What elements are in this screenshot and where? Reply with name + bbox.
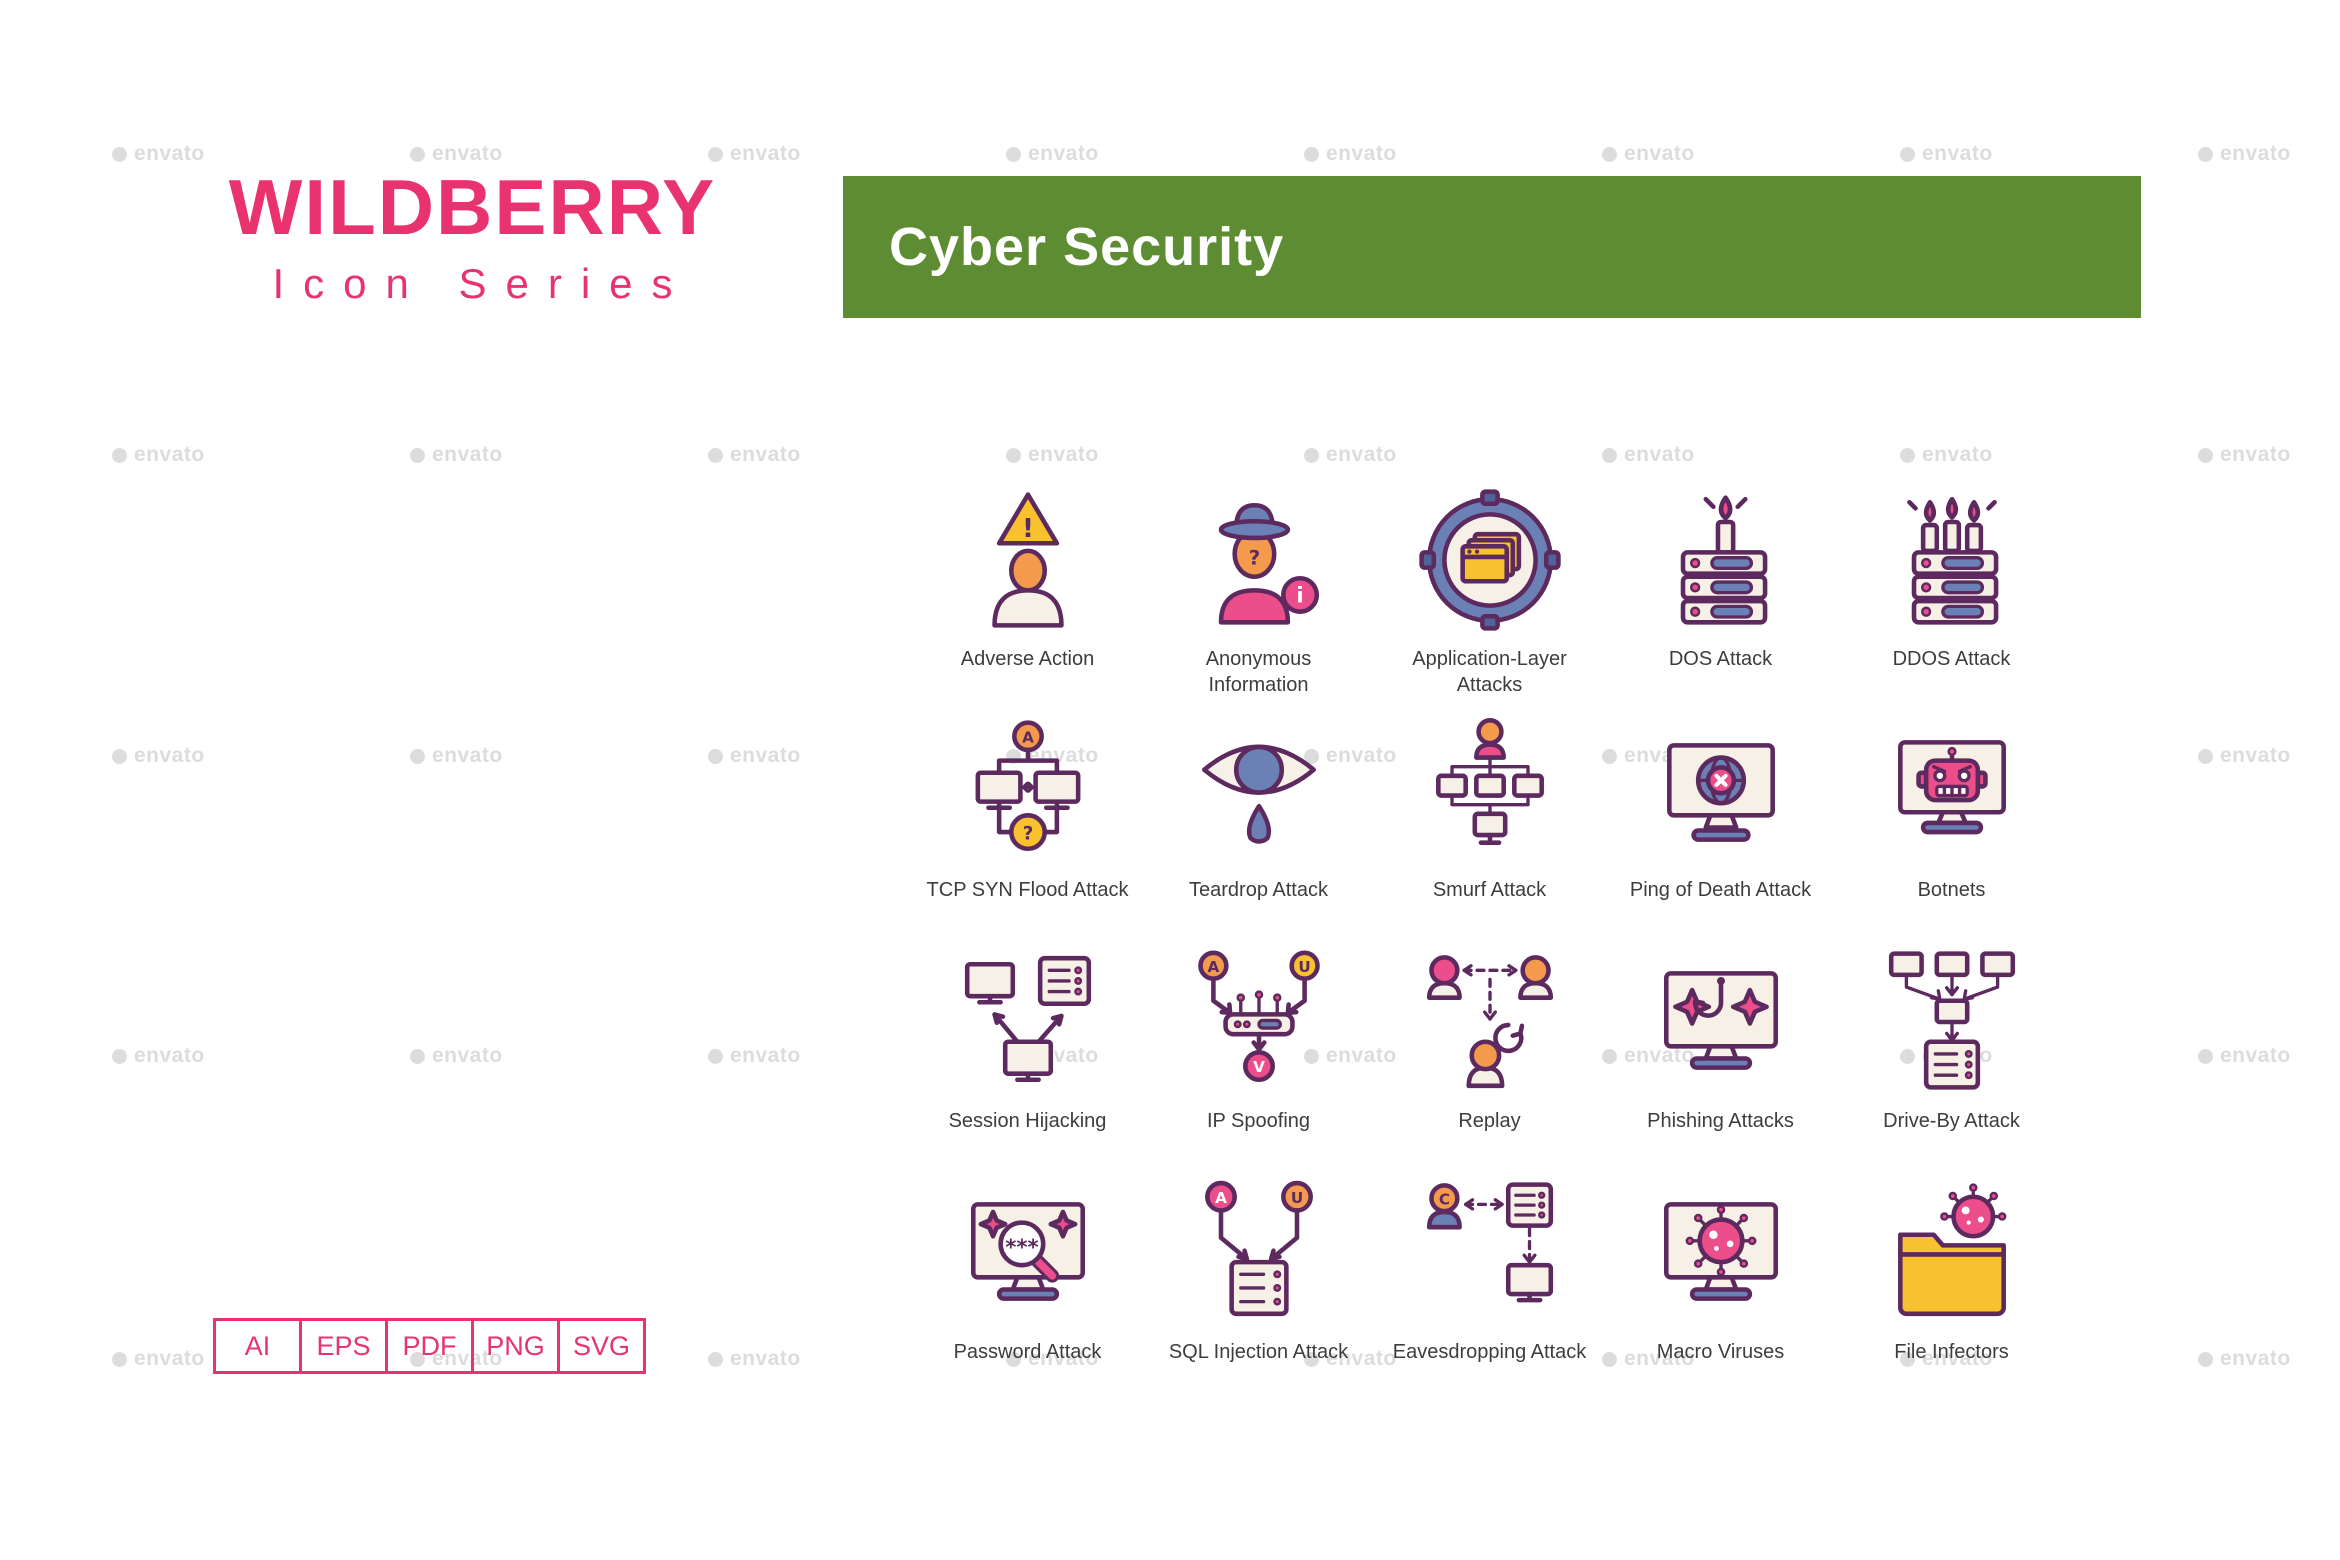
ddos-attack-icon [1906,496,1998,625]
icon-card: A ? TCP SYN Flood Attack [912,715,1143,946]
icon-label: Ping of Death Attack [1629,879,1812,901]
icon-card: DOS Attack [1605,484,1836,715]
svg-text:U: U [1298,958,1310,976]
format-badge-svg: SVG [557,1318,646,1374]
adverse-action-icon: ! [991,492,1064,628]
icon-card: Drive-By Attack [1836,946,2067,1177]
format-badge-png: PNG [471,1318,560,1374]
phishing-attacks-icon [1663,971,1778,1070]
icon-label: DDOS Attack [1892,648,2011,670]
smurf-attack-icon [1435,718,1544,845]
icon-label: Phishing Attacks [1647,1110,1794,1132]
icon-label: Adverse Action [960,648,1095,670]
icon-label: IP Spoofing [1206,1110,1311,1132]
svg-text:?: ? [1248,547,1259,570]
svg-text:***: *** [1005,1236,1038,1261]
sql-injection-attack-icon: A U [1204,1180,1313,1317]
icon-card: ? i Anonymous Information [1143,484,1374,715]
dos-attack-icon [1680,495,1767,625]
svg-text:?: ? [1022,824,1033,845]
icon-card: Session Hijacking [912,946,1143,1177]
category-banner: Cyber Security [843,176,2141,318]
icon-card: A U SQL Injection Attack [1143,1177,1374,1408]
brand-subtitle: Icon Series [272,260,692,307]
brand-block: WILDBERRY Icon Series [150,168,795,308]
icon-card: Application-Layer Attacks [1374,484,1605,715]
tcp-syn-flood-attack-icon: A ? [975,720,1080,852]
icon-card: *** Password Attack [912,1177,1143,1408]
ping-of-death-attack-icon [1666,743,1775,842]
icon-card: Macro Viruses [1605,1177,1836,1408]
svg-text:!: ! [1022,514,1034,544]
icon-label: TCP SYN Flood Attack [926,879,1129,901]
format-badge-ai: AI [213,1318,302,1374]
icon-card: C Eavesdropping Attack [1374,1177,1605,1408]
icon-label: SQL Injection Attack [1168,1341,1349,1363]
icon-card: File Infectors [1836,1177,2067,1408]
svg-text:A: A [1022,728,1034,746]
icon-label: Anonymous Information [1205,648,1312,696]
anonymous-information-icon: ? i [1218,503,1319,625]
botnets-icon [1897,740,2006,835]
icon-label: DOS Attack [1668,648,1773,670]
format-badge-pdf: PDF [385,1318,474,1374]
icon-card: Phishing Attacks [1605,946,1836,1177]
category-title: Cyber Security [889,217,1285,277]
file-infectors-icon [1897,1183,2006,1317]
svg-text:A: A [1215,1189,1227,1207]
icon-card: DDOS Attack [1836,484,2067,715]
format-badge-eps: EPS [299,1318,388,1374]
icon-label: Replay [1458,1110,1521,1132]
format-badges: AI EPS PDF PNG SVG [213,1318,646,1374]
icon-label: Session Hijacking [948,1110,1107,1132]
icon-card: Ping of Death Attack [1605,715,1836,946]
icon-grid: ! Adverse Action ? i Anonymous Informa [912,484,2067,1408]
icon-card: Replay [1374,946,1605,1177]
icon-label: Application-Layer Attacks [1412,648,1567,696]
svg-text:C: C [1438,1190,1449,1208]
replay-icon [1426,955,1553,1089]
icon-label: Botnets [1917,879,1986,901]
icon-card: Smurf Attack [1374,715,1605,946]
application-layer-attacks-icon [1418,489,1561,631]
svg-text:V: V [1253,1058,1265,1076]
icon-label: Eavesdropping Attack [1392,1341,1587,1363]
password-attack-icon: *** [970,1202,1085,1301]
icon-label: Drive-By Attack [1883,1110,2020,1132]
icon-card: ! Adverse Action [912,484,1143,715]
drive-by-attack-icon [1888,951,2015,1090]
icon-card: Teardrop Attack [1143,715,1374,946]
eavesdropping-attack-icon: C [1426,1182,1553,1303]
svg-text:U: U [1290,1189,1302,1207]
icon-label: Macro Viruses [1656,1341,1785,1363]
ip-spoofing-icon: A U V [1197,950,1320,1083]
icon-label: Teardrop Attack [1189,879,1328,901]
icon-label: File Infectors [1894,1341,2009,1363]
macro-viruses-icon [1663,1202,1778,1301]
icon-card: Botnets [1836,715,2067,946]
icon-label: Smurf Attack [1432,879,1547,901]
brand-title: WILDBERRY [228,163,717,251]
icon-label: Password Attack [953,1341,1102,1363]
session-hijacking-icon [964,955,1091,1083]
svg-text:A: A [1207,958,1219,976]
svg-text:i: i [1296,584,1303,609]
teardrop-attack-icon [1201,744,1316,844]
icon-card: A U V IP Spoofing [1143,946,1374,1177]
